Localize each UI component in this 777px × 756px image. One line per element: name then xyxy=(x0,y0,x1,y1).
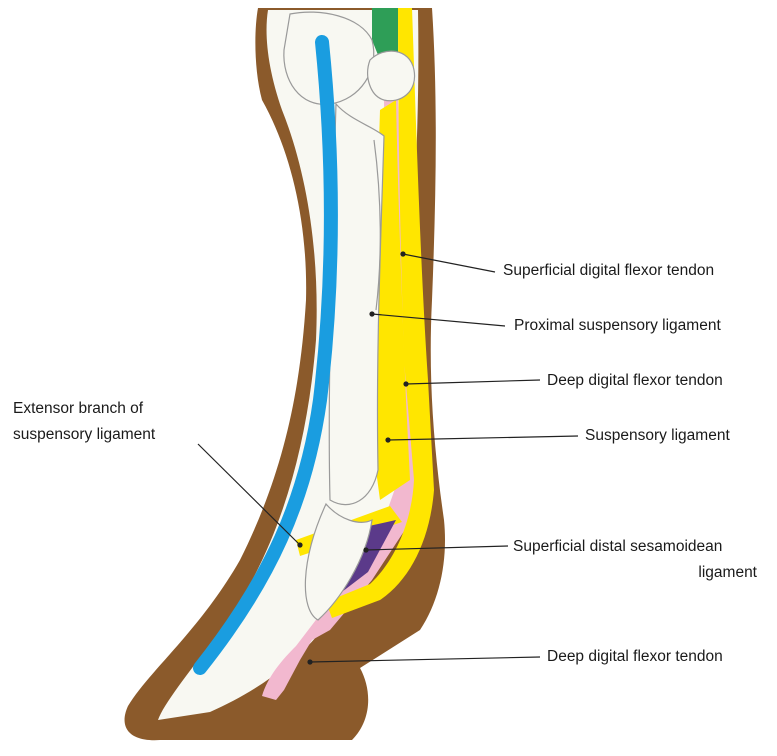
label-proximal-suspensory-ligament: Proximal suspensory ligament xyxy=(514,315,721,337)
label-deep-digital-flexor-tendon-lower: Deep digital flexor tendon xyxy=(547,646,723,668)
dot-proximal-sl xyxy=(369,311,374,316)
dot-sdsl xyxy=(363,547,368,552)
dot-ddft-lower xyxy=(307,659,312,664)
dot-extensor xyxy=(297,542,302,547)
dot-sdft xyxy=(400,251,405,256)
accessory-carpal-bone xyxy=(368,51,415,101)
label-superficial-digital-flexor-tendon: Superficial digital flexor tendon xyxy=(503,260,714,282)
label-extensor-branch-line1: Extensor branch of xyxy=(13,398,143,420)
label-extensor-branch-line2: suspensory ligament xyxy=(13,424,155,446)
dot-ddft-upper xyxy=(403,381,408,386)
label-deep-digital-flexor-tendon-upper: Deep digital flexor tendon xyxy=(547,370,723,392)
label-sdsl-line1: Superficial distal sesamoidean xyxy=(513,536,722,558)
label-sdsl-line2: ligament xyxy=(513,562,757,584)
label-suspensory-ligament: Suspensory ligament xyxy=(585,425,730,447)
dot-sl xyxy=(385,437,390,442)
cannon-bone xyxy=(329,104,384,505)
